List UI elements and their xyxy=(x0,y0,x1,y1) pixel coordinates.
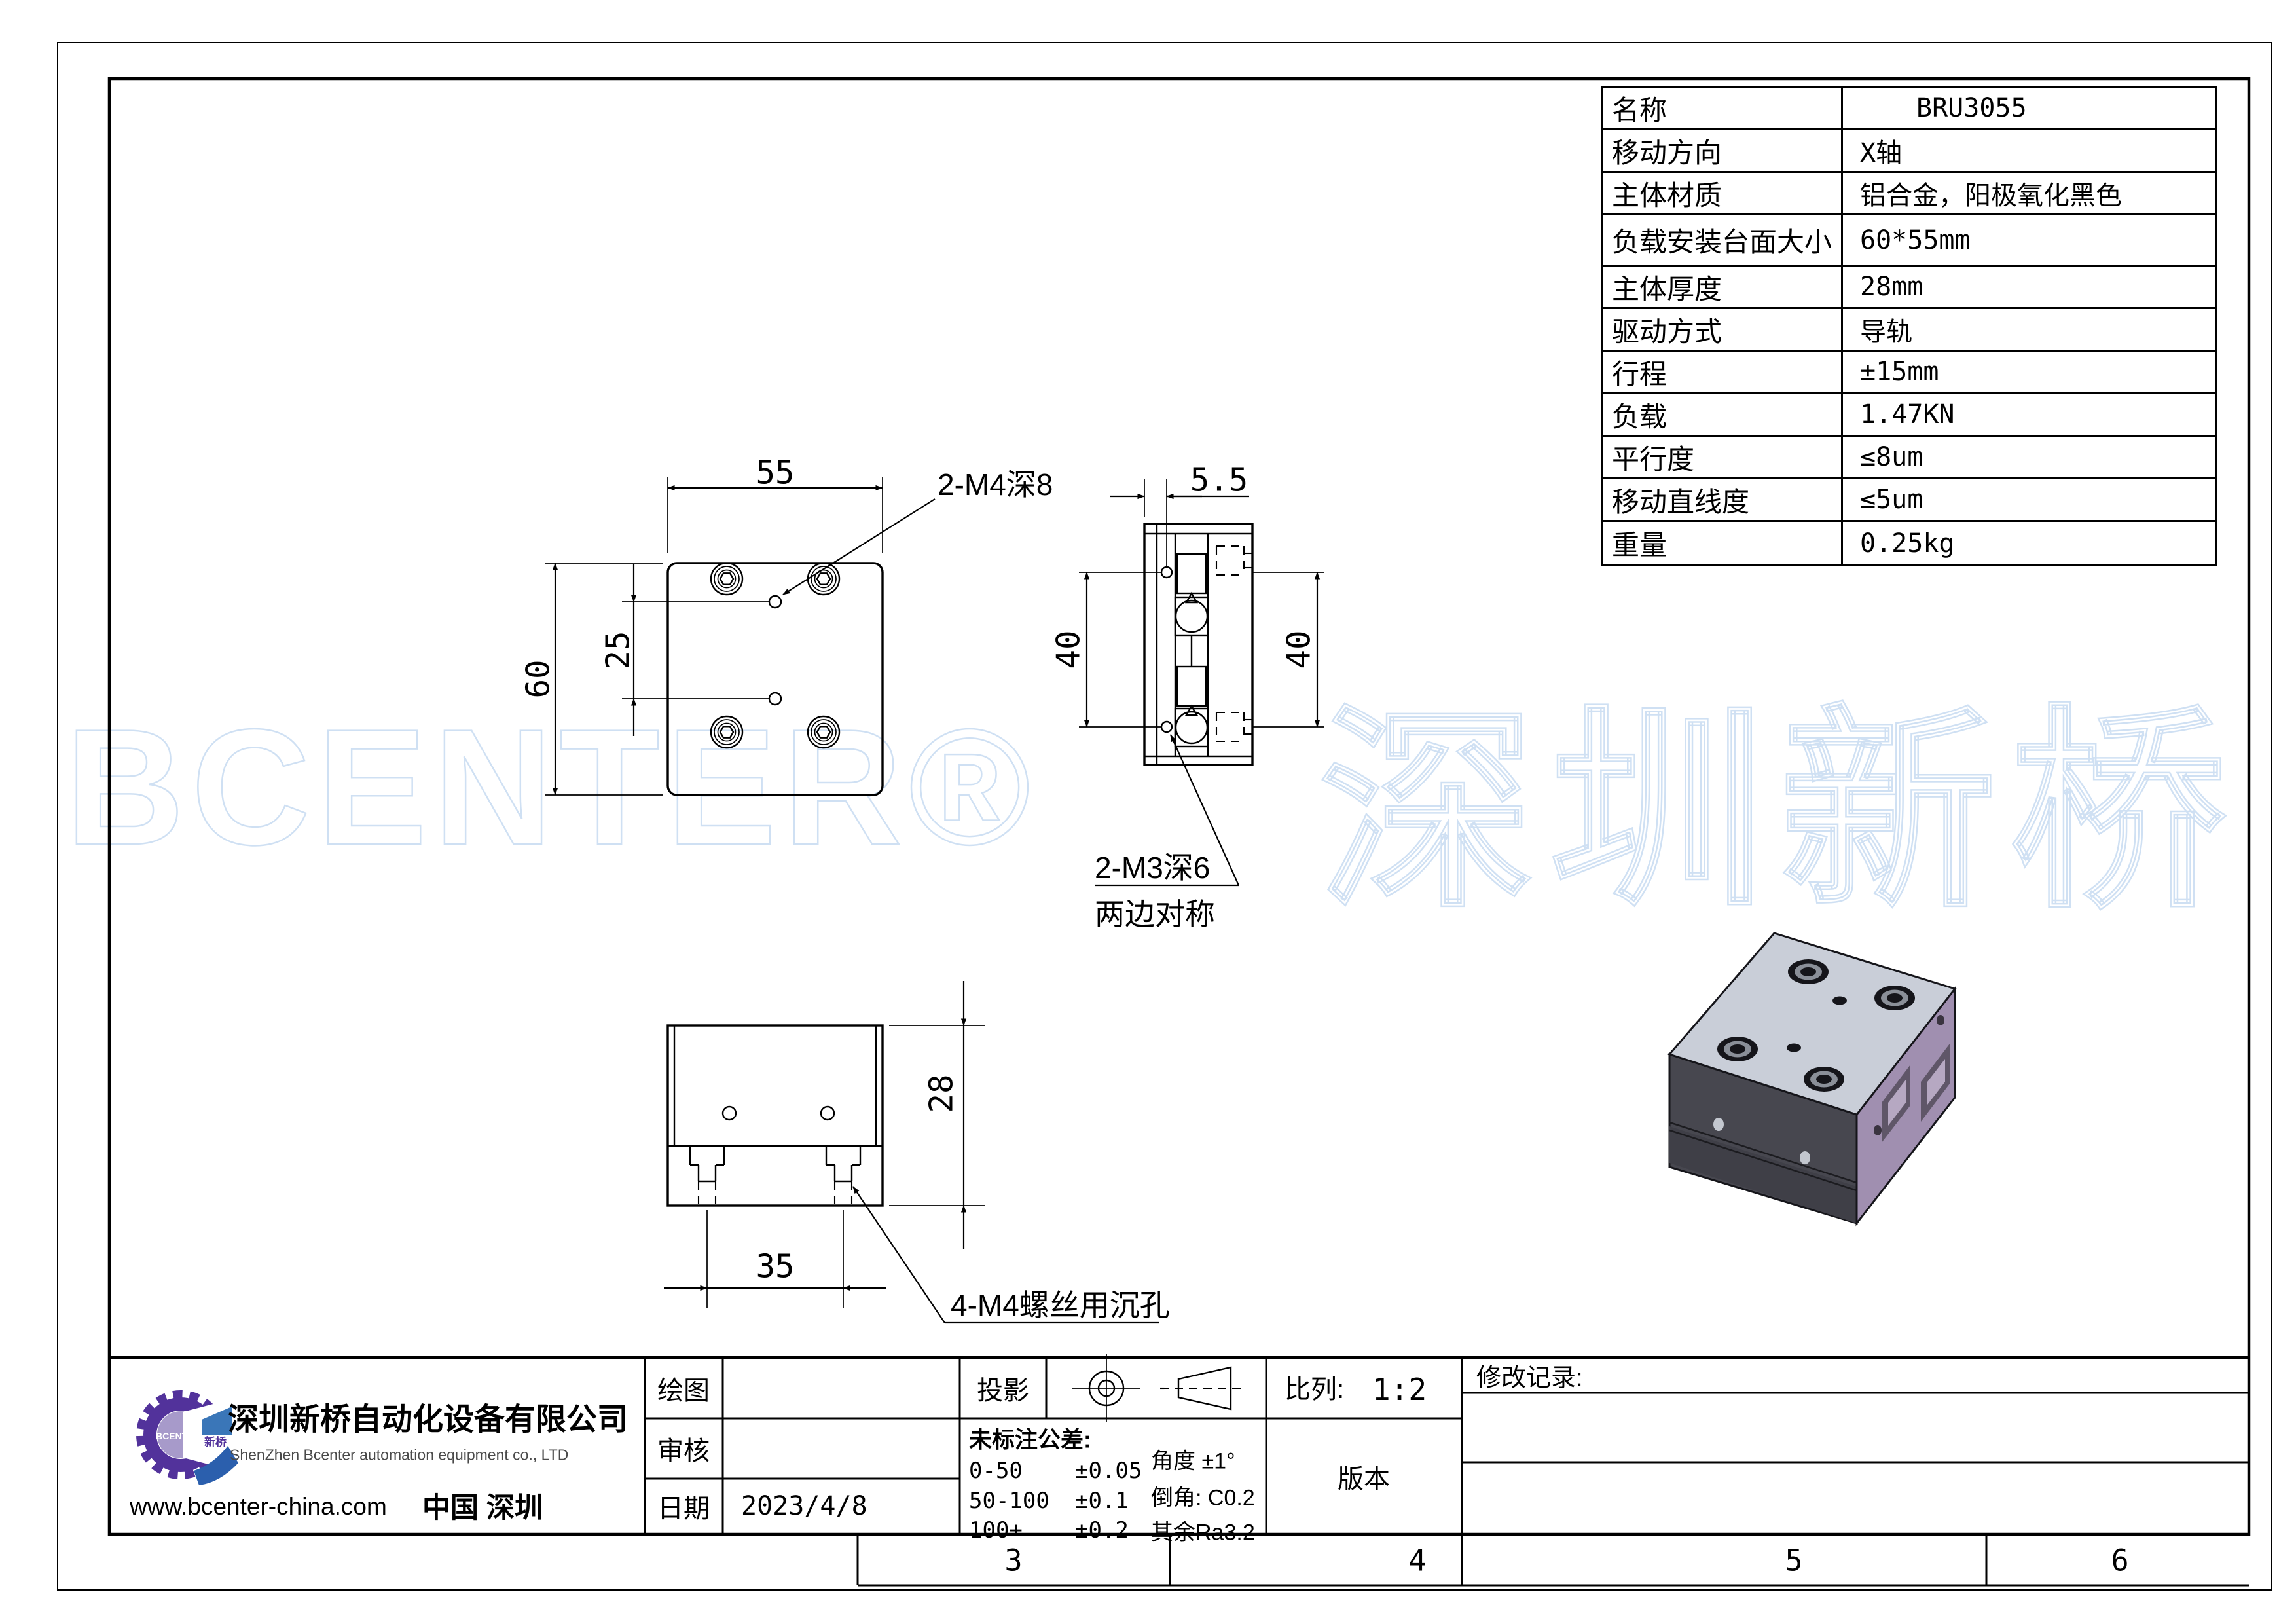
m3-hole-lower xyxy=(1160,720,1173,733)
angle-tolerance: 角度 ±1° xyxy=(1151,1449,1235,1474)
projection-label: 投影 xyxy=(977,1376,1029,1405)
iso-slot-1-block xyxy=(1888,1080,1906,1126)
dim-55: 55 xyxy=(756,454,795,492)
dim-40-right: 40 xyxy=(1280,630,1318,669)
table-row: 行程±15mm xyxy=(1601,350,2217,394)
revision-label: 修改记录: xyxy=(1476,1364,1583,1392)
tol-val-3: ±0.2 xyxy=(1075,1517,1129,1543)
scale-value: 1:2 xyxy=(1372,1372,1427,1407)
top-view xyxy=(545,477,936,796)
zone-number-3: 3 xyxy=(1004,1543,1023,1578)
m4-thread-hole-lower xyxy=(768,692,782,706)
tol-val-2: ±0.1 xyxy=(1075,1488,1129,1514)
version-label: 版本 xyxy=(1338,1465,1390,1494)
dim-5-5: 5.5 xyxy=(1190,461,1248,499)
logo-blue-triangle xyxy=(202,1407,232,1435)
screw-pocket-dashed-top xyxy=(1215,545,1252,576)
date-value: 2023/4/8 xyxy=(741,1491,867,1521)
side-view xyxy=(1079,479,1324,887)
bearing-lower xyxy=(1175,710,1209,745)
label-m3-holes: 2-M3深6 xyxy=(1095,851,1211,885)
top-view-plate xyxy=(666,562,884,796)
company-name-cn: 深圳新桥自动化设备有限公司 xyxy=(228,1401,628,1437)
dim-35: 35 xyxy=(756,1247,795,1285)
side-view-body xyxy=(1143,523,1254,766)
m3-hole-upper xyxy=(1160,566,1173,579)
scale-label: 比列: xyxy=(1285,1375,1345,1404)
leader-m3 xyxy=(1169,734,1240,886)
front-view-body xyxy=(666,1024,884,1207)
dim-25: 25 xyxy=(599,631,637,670)
tol-range-1: 0-50 xyxy=(969,1458,1023,1484)
bearing-upper xyxy=(1175,599,1209,633)
label-m3-symmetric: 两边对称 xyxy=(1095,897,1215,931)
draw-label: 绘图 xyxy=(657,1376,710,1405)
company-logo: BCENTER 新桥 xyxy=(136,1390,238,1485)
sheet-borders xyxy=(57,42,2272,1591)
dim-40-left: 40 xyxy=(1049,630,1087,669)
pocket-right xyxy=(825,1146,862,1206)
tol-range-3: 100+ xyxy=(969,1517,1023,1543)
iso-view xyxy=(1667,932,1957,1227)
zone-number-4: 4 xyxy=(1408,1543,1427,1578)
label-m4-holes: 2-M4深8 xyxy=(938,468,1053,502)
watermark-bcenter: BCENTER® xyxy=(65,695,1037,881)
tol-range-2: 50-100 xyxy=(969,1488,1049,1514)
logo-blue-wedge xyxy=(194,1446,238,1485)
table-row: 移动直线度≤5um xyxy=(1601,477,2217,522)
table-row: 主体材质铝合金，阳极氧化黑色 xyxy=(1601,171,2217,215)
zone-number-5: 5 xyxy=(1785,1543,1803,1578)
front-hole-right xyxy=(820,1105,835,1121)
logo-text-cn: 新桥 xyxy=(204,1435,227,1449)
watermark-shenzhen-xinqiao: 深圳新桥 xyxy=(1319,690,2241,934)
table-row: 驱动方式导轨 xyxy=(1601,307,2217,352)
leader-counterbore xyxy=(852,1186,945,1323)
zone-number-6: 6 xyxy=(2111,1543,2129,1578)
company-location: 中国 深圳 xyxy=(422,1492,543,1524)
label-counterbore-holes: 4-M4螺丝用沉孔 xyxy=(951,1288,1170,1322)
company-website: www.bcenter-china.com xyxy=(130,1493,387,1520)
company-name-en: ShenZhen Bcenter automation equipment co… xyxy=(230,1446,569,1464)
front-view xyxy=(664,981,1159,1324)
iso-base-front xyxy=(1669,1126,1857,1223)
dim-28: 28 xyxy=(922,1074,960,1113)
screw-pocket-dashed-bottom xyxy=(1215,711,1252,743)
m4-thread-hole-upper xyxy=(768,595,782,609)
check-label: 审核 xyxy=(657,1437,710,1466)
zone-strip xyxy=(856,1534,2249,1587)
title-block-grid xyxy=(109,1354,2249,1587)
pocket-left xyxy=(689,1146,725,1206)
logo-text: BCENTER xyxy=(156,1431,200,1441)
dim-60: 60 xyxy=(519,659,557,699)
leader-m4 xyxy=(782,498,936,595)
iso-top-face xyxy=(1667,932,1957,1116)
surface-finish: 其余Ra3.2 xyxy=(1151,1520,1255,1545)
iso-slot-2-block xyxy=(1927,1059,1945,1105)
front-hole-left xyxy=(721,1105,737,1121)
projection-symbol xyxy=(1072,1354,1244,1422)
table-row: 平行度≤8um xyxy=(1601,435,2217,479)
tolerance-title: 未标注公差: xyxy=(969,1427,1091,1453)
tol-val-1: ±0.05 xyxy=(1075,1458,1142,1484)
chamfer-tolerance: 倒角: C0.2 xyxy=(1151,1485,1255,1511)
date-label: 日期 xyxy=(657,1494,710,1523)
